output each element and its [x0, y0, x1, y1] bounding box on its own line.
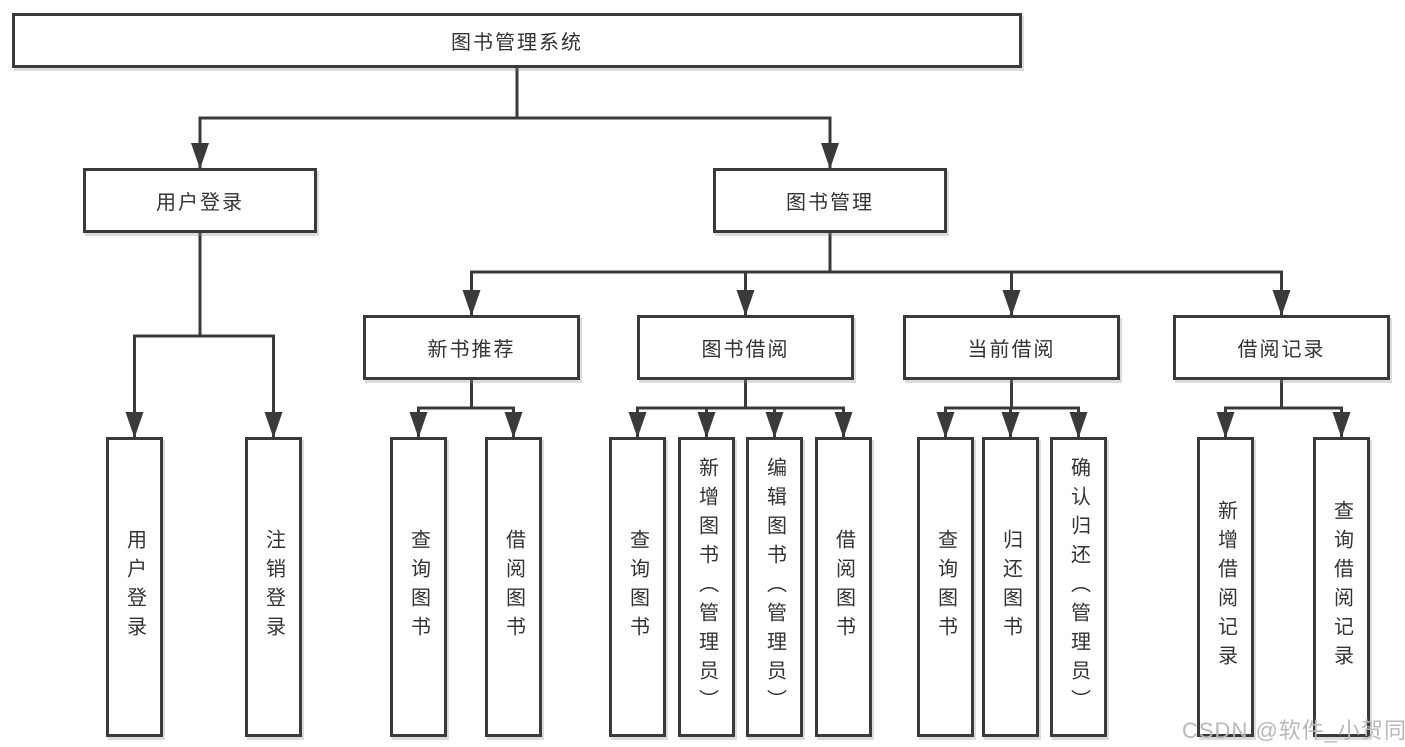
node-current-query-books: 查询图书 [917, 437, 974, 737]
node-logout-leaf: 注销登录 [245, 437, 302, 737]
node-new-book-recommendation: 新书推荐 [363, 315, 580, 380]
node-borrow-borrow-books: 借阅图书 [815, 437, 872, 737]
node-confirm-return-admin: 确认归还（管理员） [1050, 437, 1107, 737]
node-book-borrowing: 图书借阅 [637, 315, 854, 380]
node-user-login: 用户登录 [83, 168, 317, 233]
node-borrow-query-books: 查询图书 [609, 437, 666, 737]
node-edit-book-admin: 编辑图书（管理员） [746, 437, 803, 737]
node-add-borrow-record: 新增借阅记录 [1197, 437, 1254, 737]
node-add-book-admin: 新增图书（管理员） [678, 437, 735, 737]
node-query-borrow-record: 查询借阅记录 [1313, 437, 1370, 737]
csdn-watermark: CSDN @软件_小贺同学 [1182, 718, 1405, 743]
node-newbook-borrow-books: 借阅图书 [485, 437, 542, 737]
node-current-borrowing: 当前借阅 [903, 315, 1120, 380]
node-newbook-query-books: 查询图书 [390, 437, 447, 737]
node-book-management: 图书管理 [713, 168, 947, 233]
node-return-books: 归还图书 [982, 437, 1039, 737]
node-user-login-leaf: 用户登录 [106, 437, 163, 737]
node-library-management-system: 图书管理系统 [12, 13, 1022, 68]
node-borrowing-records: 借阅记录 [1173, 315, 1390, 380]
